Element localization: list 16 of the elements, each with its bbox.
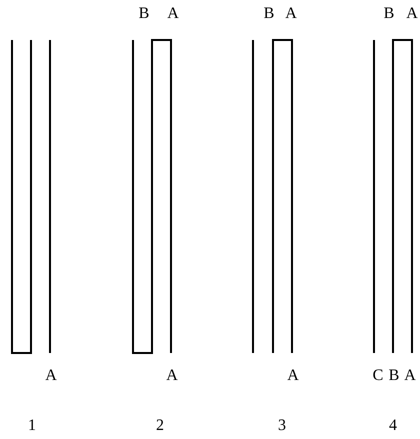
strand-label: B — [264, 6, 274, 22]
strand-label: A — [166, 368, 178, 384]
strand-label: B — [138, 6, 150, 22]
panel-number: 4 — [389, 418, 397, 434]
strand-label: B — [388, 368, 400, 384]
strand-label: A — [406, 6, 418, 22]
strand-label: A — [285, 6, 297, 22]
strand-label: A — [404, 368, 416, 384]
strand-label: A — [167, 6, 179, 22]
strand-label: C — [372, 368, 384, 384]
panel-number: 3 — [278, 418, 286, 434]
strand-label: A — [287, 368, 299, 384]
strand-label: B — [384, 6, 394, 22]
panel-number: 1 — [28, 418, 36, 434]
panel-number: 2 — [156, 418, 164, 434]
strand-label: A — [45, 368, 57, 384]
